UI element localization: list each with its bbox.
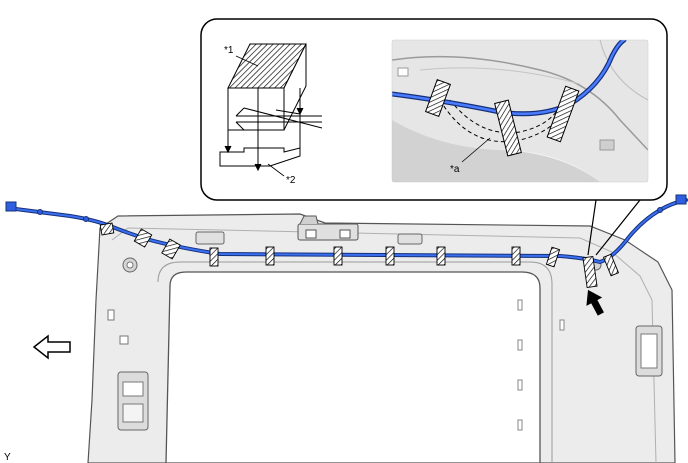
tape <box>209 247 219 267</box>
bold-black-arrow-icon <box>586 289 604 316</box>
tape <box>546 85 580 143</box>
tape <box>511 246 521 266</box>
headliner-inner-edge <box>111 227 657 463</box>
tape <box>333 246 343 266</box>
callout-leader <box>587 199 641 256</box>
wire-connector <box>5 201 17 212</box>
tape <box>436 246 446 266</box>
corner-code: Y <box>4 452 11 463</box>
wire-connector <box>675 194 687 205</box>
roof-console-bracket <box>297 215 359 241</box>
tape <box>161 238 181 260</box>
headliner-panel <box>87 213 676 463</box>
tape <box>385 246 395 266</box>
label-star-a: *a <box>450 164 460 175</box>
tape <box>494 99 522 157</box>
tape <box>545 246 561 268</box>
tape <box>265 246 275 266</box>
tape <box>424 78 452 118</box>
label-star1: *1 <box>224 45 234 56</box>
tape <box>99 222 115 236</box>
detail-inset <box>200 18 668 201</box>
tape <box>602 253 620 277</box>
label-star2: *2 <box>286 175 296 186</box>
sunroof-opening <box>165 271 541 463</box>
photo-detail <box>391 39 649 183</box>
tape-group <box>99 222 620 289</box>
tape-highlighted <box>582 255 598 289</box>
tape-wrap-schematic <box>219 43 323 172</box>
outline-left-arrow-icon <box>32 334 71 360</box>
tape <box>133 228 153 248</box>
wire-harness <box>5 194 688 265</box>
